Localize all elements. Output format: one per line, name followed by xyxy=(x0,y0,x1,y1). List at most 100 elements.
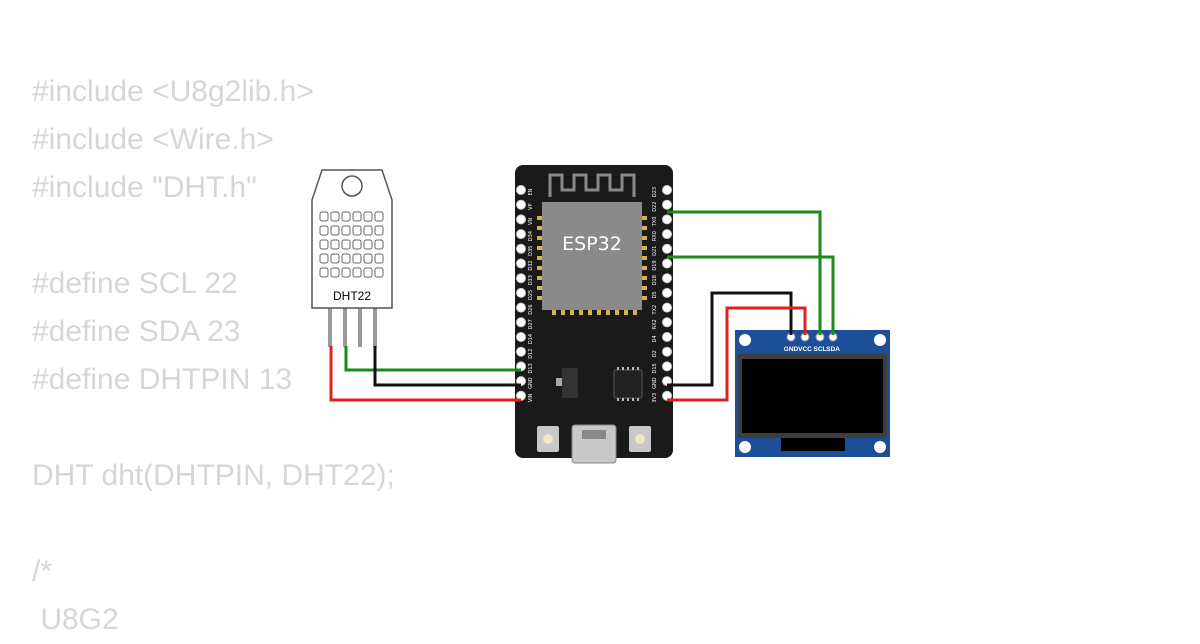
en-button-cap xyxy=(543,434,553,444)
dht22-pin-vcc xyxy=(328,305,332,347)
pin-label: D32 xyxy=(528,260,534,270)
esp32-regulator xyxy=(562,368,578,398)
esp32-usb-chip-pins xyxy=(617,367,639,401)
pin-label: D34 xyxy=(528,231,534,241)
header-pin[interactable] xyxy=(662,346,672,357)
code-line: #include <U8g2lib.h> xyxy=(32,75,314,108)
dht22-vent-slot xyxy=(341,267,351,278)
esp32-chip-label: ESP32 xyxy=(562,233,622,255)
chip-leg xyxy=(561,309,565,315)
dht22-vent-slot xyxy=(330,239,340,250)
chip-leg xyxy=(641,246,647,250)
esp32-antenna xyxy=(548,173,636,197)
chip-leg xyxy=(606,309,610,315)
chip-leg xyxy=(597,309,601,315)
header-pin[interactable] xyxy=(662,302,672,313)
esp32-left-header: ENVPVND34D35D32D33D25D26D27D14D12D13GNDV… xyxy=(516,185,534,402)
header-pin[interactable] xyxy=(516,199,526,210)
dht22-vent-slot xyxy=(374,239,384,250)
ic-pin xyxy=(617,367,619,370)
chip-leg xyxy=(641,266,647,270)
chip-leg xyxy=(641,236,647,240)
header-pin[interactable] xyxy=(516,258,526,269)
chip-leg xyxy=(552,309,556,315)
chip-leg xyxy=(641,256,647,260)
header-pin[interactable] xyxy=(516,317,526,328)
chip-leg xyxy=(624,309,628,315)
dht22-vent-slot xyxy=(363,267,373,278)
pin-label: D15 xyxy=(652,363,658,373)
dht22-pin-gnd xyxy=(373,305,377,347)
header-pin[interactable] xyxy=(516,287,526,298)
chip-leg xyxy=(588,309,592,315)
ic-pin xyxy=(627,367,629,370)
header-pin[interactable] xyxy=(662,317,672,328)
header-pin[interactable] xyxy=(516,185,526,195)
header-pin[interactable] xyxy=(516,302,526,313)
chip-leg xyxy=(641,286,647,290)
code-line: #define SCL 22 xyxy=(32,267,238,300)
header-pin[interactable] xyxy=(662,258,672,269)
dht22-vent-slot xyxy=(330,225,340,236)
wire-dht-gnd xyxy=(373,346,521,387)
ic-pin xyxy=(627,398,629,401)
chip-leg xyxy=(537,286,543,290)
ic-pin xyxy=(632,398,634,401)
oled-mount-hole xyxy=(874,334,886,346)
pin-label: RX0 xyxy=(652,231,658,241)
chip-leg xyxy=(641,296,647,300)
chip-leg xyxy=(537,266,543,270)
dht22-vent-slot xyxy=(352,267,362,278)
pin-label: D13 xyxy=(528,363,534,373)
pin-label: D23 xyxy=(652,187,658,197)
dht22-label: DHT22 xyxy=(333,289,371,303)
dht22-vent-slot xyxy=(330,253,340,264)
wire-oled-sda xyxy=(667,255,835,335)
header-pin[interactable] xyxy=(662,273,672,284)
header-pin[interactable] xyxy=(662,199,672,210)
header-pin[interactable] xyxy=(662,185,672,195)
dht22-vent-slot xyxy=(319,253,329,264)
esp32-regulator-tab xyxy=(556,378,562,386)
header-pin[interactable] xyxy=(662,243,672,254)
dht22-vent-slot xyxy=(374,225,384,236)
circuit-diagram: DHT22 ESP32 ENVPVND34D35D32D33D25D26D27D… xyxy=(311,165,890,464)
dht22-pin-data xyxy=(343,305,347,347)
chip-leg xyxy=(579,309,583,315)
esp32-right-header: D23D22TX0RX0D21D19D18D5TX2RX2D4D2D15GND3… xyxy=(652,185,672,403)
header-pin[interactable] xyxy=(662,361,672,372)
header-pin[interactable] xyxy=(662,332,672,342)
code-line: DHT dht(DHTPIN, DHT22); xyxy=(32,459,395,492)
dht22-vent-slot xyxy=(341,225,351,236)
pin-label: D2 xyxy=(652,350,658,357)
dht22-vent-slot xyxy=(363,239,373,250)
header-pin[interactable] xyxy=(662,287,672,298)
oled-pin-label: GND xyxy=(784,346,799,353)
pin-label: TX0 xyxy=(652,217,658,228)
header-pin[interactable] xyxy=(516,332,526,342)
dht22-sensor[interactable]: DHT22 xyxy=(311,169,393,347)
dht22-vent-slot xyxy=(341,239,351,250)
dht22-vent-slot xyxy=(363,225,373,236)
dht22-vent-slot xyxy=(319,239,329,250)
chip-leg xyxy=(537,216,543,220)
header-pin[interactable] xyxy=(516,273,526,284)
dht22-vent-slot xyxy=(341,211,351,222)
header-pin[interactable] xyxy=(516,214,526,225)
ic-pin xyxy=(622,367,624,370)
chip-leg xyxy=(537,226,543,230)
chip-leg xyxy=(633,309,637,315)
pin-label: D22 xyxy=(652,202,658,212)
ic-pin xyxy=(637,398,639,401)
chip-leg xyxy=(537,246,543,250)
header-pin[interactable] xyxy=(662,214,672,225)
header-pin[interactable] xyxy=(516,243,526,254)
esp32-board[interactable]: ESP32 ENVPVND34D35D32D33D25D26D27D14D12D… xyxy=(515,165,673,464)
header-pin[interactable] xyxy=(516,346,526,357)
esp32-chip xyxy=(542,202,642,310)
chip-leg xyxy=(641,276,647,280)
header-pin[interactable] xyxy=(662,229,672,240)
header-pin[interactable] xyxy=(516,229,526,240)
